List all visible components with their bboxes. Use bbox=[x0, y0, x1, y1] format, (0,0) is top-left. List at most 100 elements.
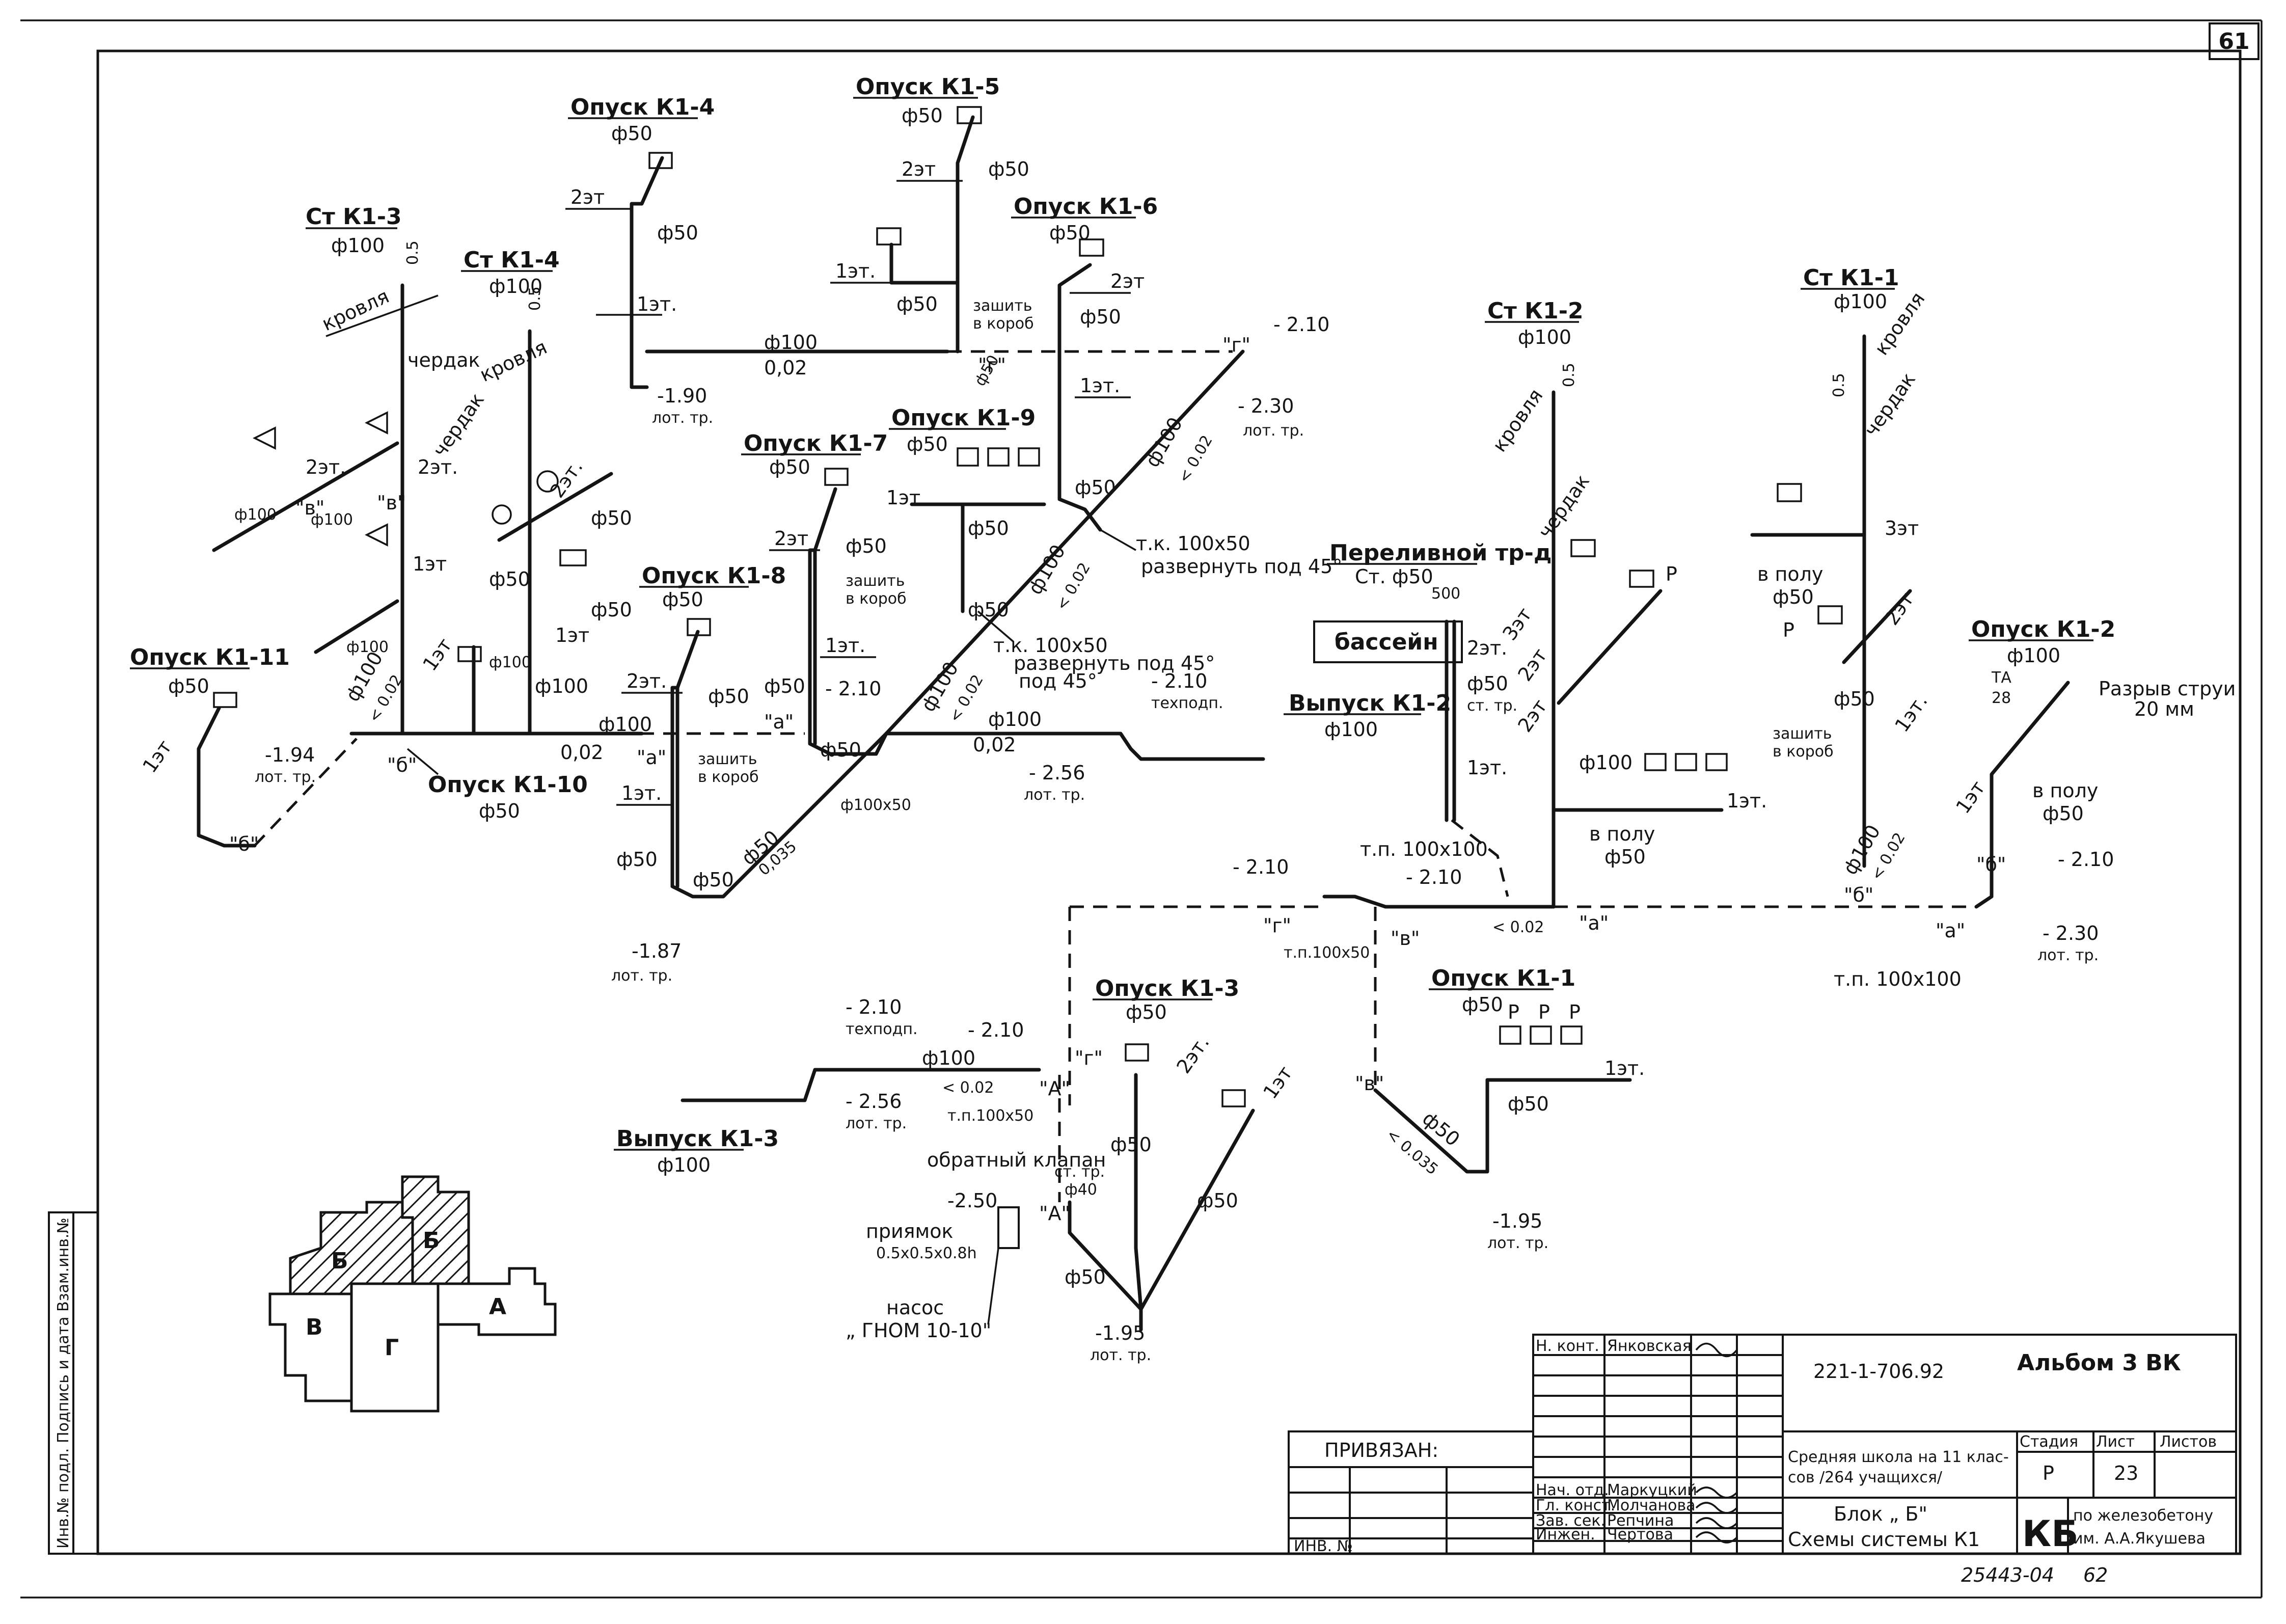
drop-pipe-k1-3-b bbox=[1139, 1108, 1255, 1311]
elev-195-k1-1: -1.95 bbox=[1492, 1210, 1542, 1232]
dia-bottom: ф50 bbox=[968, 599, 1009, 621]
signature-mark bbox=[1695, 1502, 1738, 1514]
fl2-label: 2эт. bbox=[546, 456, 587, 502]
fl1-label: 1эт. bbox=[1604, 1057, 1645, 1079]
mark-p-1: Р bbox=[1666, 563, 1677, 585]
attic-label: чердак bbox=[428, 389, 488, 461]
turn-45-b: развернуть под 45° bbox=[1014, 652, 1215, 674]
fixture-icon bbox=[1644, 753, 1667, 771]
roof-label: кровля bbox=[1488, 385, 1547, 456]
lot-tr-k1-4: лот. тр. bbox=[652, 409, 713, 427]
st-tr: ст. тр. bbox=[1467, 697, 1517, 715]
fl2-label: 2эт bbox=[1880, 588, 1918, 629]
dia-fl2-branch-b: ф100 bbox=[234, 506, 277, 524]
drop-dia-fl2: ф50 bbox=[657, 222, 698, 244]
album: Альбом 3 ВК bbox=[2017, 1350, 2181, 1376]
pool-label: бассейн bbox=[1335, 629, 1438, 655]
sheet-number: 61 bbox=[2218, 29, 2249, 55]
drop-dia-k1-4: ф50 bbox=[611, 122, 652, 145]
drop-group-k1-6: Опуск К1-6 ф50 2эт ф50 1эт. ф50 т.к. 100… bbox=[1011, 194, 1342, 578]
signature-mark bbox=[1695, 1486, 1738, 1499]
fl2-label-left: 2эт. bbox=[306, 456, 346, 478]
fixture-icon bbox=[987, 447, 1010, 467]
sew-box-2: в короб bbox=[1773, 743, 1834, 761]
techpodp-1: техподп. bbox=[1151, 694, 1223, 712]
dim-500: 500 bbox=[1431, 585, 1460, 603]
drop-pipe-k1-7 bbox=[808, 487, 888, 756]
lot-tr-256-2: лот. тр. bbox=[846, 1115, 907, 1132]
role-3: Зав. сек. bbox=[1536, 1512, 1605, 1530]
riser-group-k1-2: Ст К1-2 ф100 0.5 кровля чердак 3эт 2эт 2… bbox=[1485, 298, 1767, 909]
dia-riser-k1-2: ф100 bbox=[1579, 751, 1632, 774]
sew-box-1: зашить bbox=[1773, 725, 1832, 743]
fixture-icon bbox=[957, 447, 979, 467]
role-0: Н. конт. bbox=[1536, 1337, 1599, 1355]
elev-210-top: - 2.10 bbox=[1273, 313, 1329, 336]
drop-pipe-k1-2 bbox=[1974, 681, 2070, 909]
signature-mark bbox=[1695, 1517, 1738, 1529]
mark-v-k1-3: "в" bbox=[295, 497, 324, 519]
name-4: Чертова bbox=[1607, 1526, 1673, 1544]
col-sheet: Лист bbox=[2096, 1433, 2135, 1451]
inv-no-label: ИНВ. № bbox=[1294, 1537, 1353, 1555]
riser-title-st-k1-2: Ст К1-2 bbox=[1487, 298, 1584, 324]
pump-model: „ ГНОМ 10-10" bbox=[846, 1319, 991, 1342]
drop-title-k1-11: Опуск К1-11 bbox=[130, 644, 290, 670]
col-stage: Стадия bbox=[2020, 1433, 2078, 1451]
drop-dia-k1-9: ф50 bbox=[907, 433, 948, 455]
drop-title-k1-10: Опуск К1-10 bbox=[428, 772, 588, 798]
sew-box-2: в короб bbox=[973, 315, 1034, 333]
elev-256-2: - 2.56 bbox=[846, 1090, 902, 1113]
elev-k1-11: -1.94 bbox=[265, 744, 315, 766]
check-valve-1: обратный клапан bbox=[927, 1149, 1106, 1171]
turn-45-c: под 45° bbox=[1019, 670, 1097, 692]
fl1-label: 1эт bbox=[555, 624, 589, 646]
fixture-icon bbox=[1018, 447, 1040, 467]
in-floor-k1-2: в полу bbox=[2032, 779, 2098, 802]
block-g bbox=[350, 1282, 440, 1413]
branch-fl2 bbox=[497, 472, 613, 542]
drop-dia-k1-6: ф50 bbox=[1049, 222, 1091, 244]
drop-pipe-k1-11 bbox=[197, 706, 257, 848]
drop-pipe-k1-4 bbox=[630, 156, 664, 389]
dia-fl1-branch: ф100 bbox=[346, 638, 389, 656]
branch-k1-2 bbox=[1557, 589, 1663, 705]
dia-riser-k1-4: ф100 bbox=[489, 654, 531, 671]
drop-link-k1-11 bbox=[254, 738, 358, 847]
tk-100x50-b: т.к. 100х50 bbox=[993, 634, 1108, 657]
dia-branch: ф100 bbox=[764, 331, 818, 354]
archive-no: 25443-04 bbox=[1961, 1564, 2054, 1586]
org-mark: КБ bbox=[2022, 1513, 2079, 1555]
fl1-label: 1эт bbox=[138, 736, 176, 777]
mark-a-4: "а" bbox=[1936, 919, 1965, 942]
block-label-a: А bbox=[489, 1294, 506, 1320]
fl1-label: 1эт. bbox=[1890, 690, 1931, 736]
fixture-icon bbox=[1079, 238, 1104, 257]
slope-outlet-k1-3: < 0.02 bbox=[942, 1079, 994, 1097]
mark-b-2: "б" bbox=[229, 833, 259, 855]
dia-fl2: ф50 bbox=[988, 158, 1029, 180]
fl2-label: 2эт bbox=[774, 527, 808, 550]
fixture-icon bbox=[687, 618, 711, 636]
techpodp-2: техподп. bbox=[846, 1020, 918, 1038]
elev-210-lower: - 2.10 bbox=[1233, 856, 1289, 878]
outlet-dia-k1-3: ф100 bbox=[657, 1154, 711, 1176]
fixture-icon bbox=[365, 523, 388, 547]
fixture-icon bbox=[1560, 1025, 1583, 1045]
dia-overflow: ф50 bbox=[1467, 672, 1508, 695]
fixture-icon bbox=[1530, 1025, 1552, 1045]
branch-fl2-k1-1 bbox=[1842, 589, 1912, 664]
fl1-label: 1эт bbox=[886, 486, 920, 509]
dia-fl1: ф50 bbox=[896, 293, 938, 315]
fl1-label: 1эт. bbox=[1467, 756, 1507, 779]
col-sheets: Листов bbox=[2160, 1433, 2217, 1451]
roof-line bbox=[325, 294, 439, 337]
pool-box bbox=[1313, 620, 1463, 663]
fl1-label: 1эт bbox=[413, 553, 447, 575]
org-line1: по железобетону bbox=[2073, 1507, 2213, 1525]
lot-tr-top: лот. тр. bbox=[1243, 422, 1304, 440]
riser-dia-st-k1-1: ф100 bbox=[1834, 290, 1887, 313]
overflow-title: Переливной тр-д bbox=[1329, 540, 1552, 566]
leader-line bbox=[1100, 529, 1136, 551]
